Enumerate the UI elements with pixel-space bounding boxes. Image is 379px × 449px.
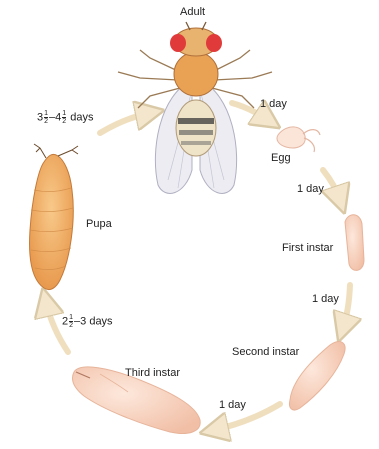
arrow-egg-to-first-instar (323, 170, 340, 200)
label-duration-egg-to-first-instar: 1 day (297, 184, 324, 195)
label-third-instar: Third instar (125, 368, 180, 379)
label-adult: Adult (180, 7, 205, 18)
arrow-pupa-to-adult (100, 113, 150, 133)
label-egg: Egg (271, 153, 291, 164)
label-duration-pupa-to-adult: 312–412 days (37, 110, 93, 125)
label-duration-third-instar-to-pupa: 212–3 days (62, 314, 113, 329)
label-second-instar: Second instar (232, 347, 299, 358)
egg-illustration (277, 127, 320, 152)
label-duration-adult-to-egg: 1 day (260, 99, 287, 110)
label-first-instar: First instar (282, 243, 333, 254)
label-pupa: Pupa (86, 219, 112, 230)
arrow-first-to-second-instar (343, 285, 350, 328)
label-duration-second-to-third-instar: 1 day (219, 400, 246, 411)
first-instar-illustration (345, 215, 364, 271)
label-duration-first-to-second-instar: 1 day (312, 294, 339, 305)
pupa-illustration (30, 144, 78, 290)
